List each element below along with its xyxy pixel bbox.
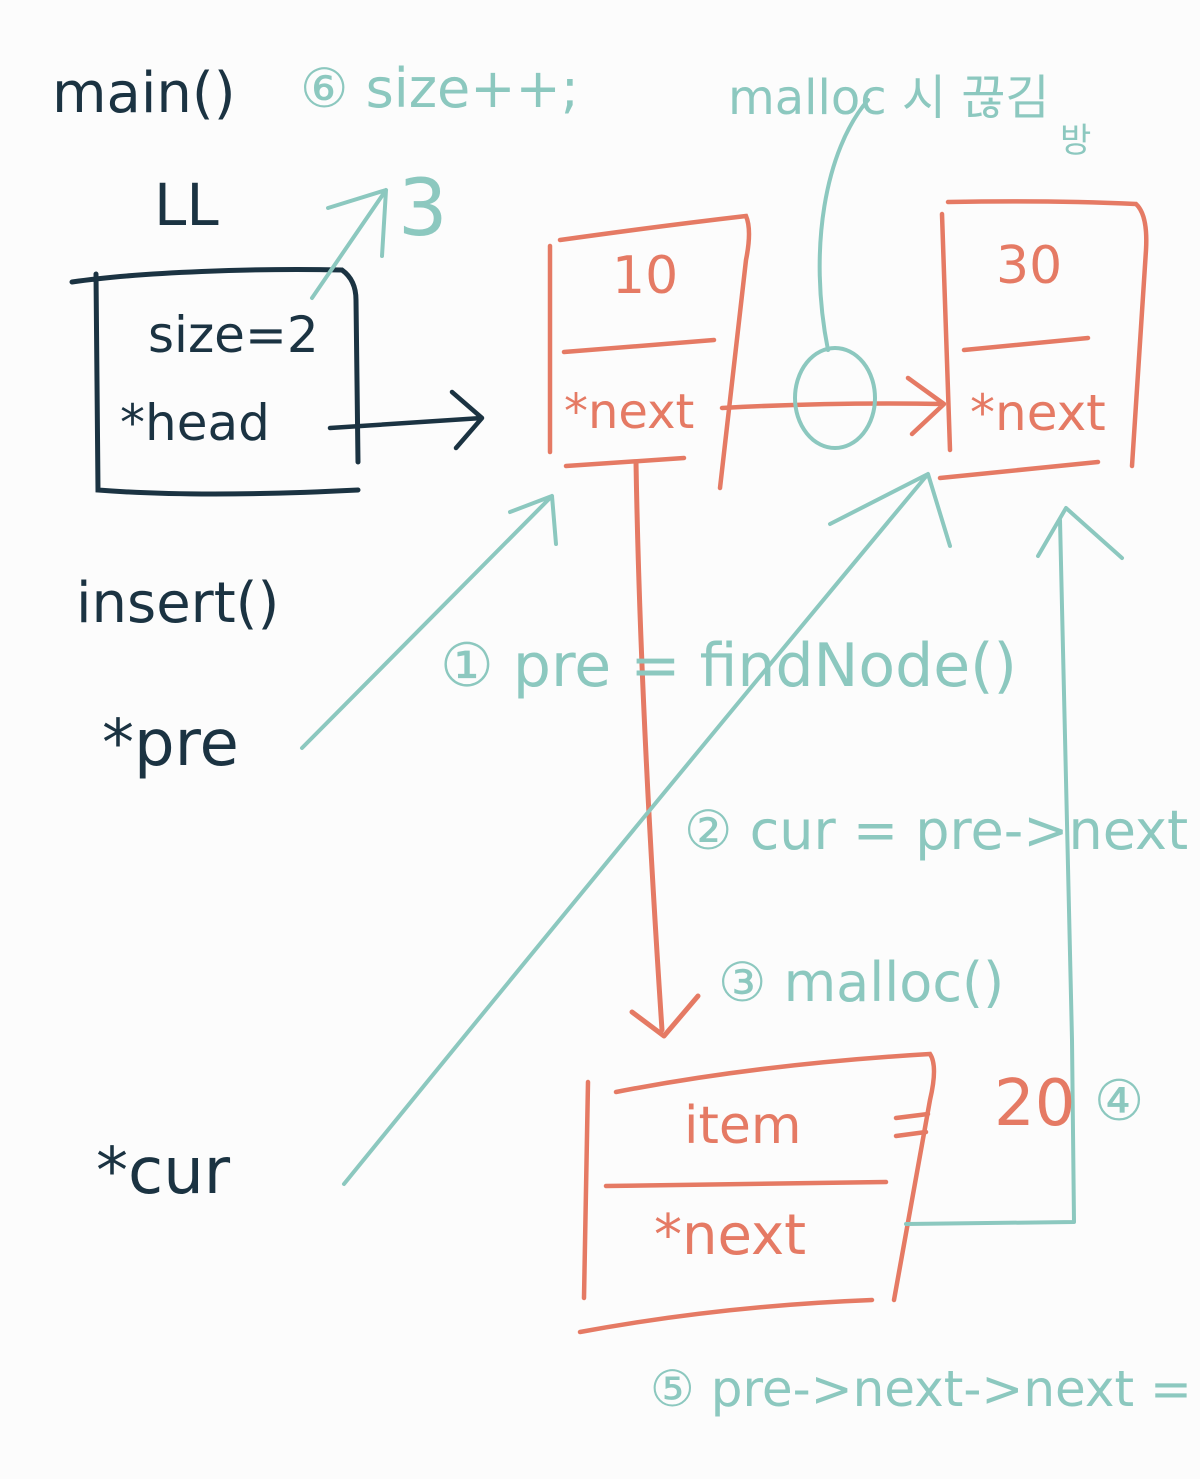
node-10-box — [547, 213, 752, 491]
step-6-annotation: ⑥ size++; — [300, 57, 579, 120]
cur-pointer-arrow — [342, 472, 952, 1186]
new-node-item-field: item — [684, 1096, 802, 1156]
pre-pointer-arrow — [300, 494, 558, 750]
node-30-value: 30 — [996, 236, 1063, 296]
step-2-annotation: ② cur = pre->next — [684, 799, 1189, 862]
malloc-note-pointer — [817, 98, 870, 352]
step-5-annotation: ⑤ pre->next->next = cur — [650, 1360, 1200, 1418]
insert-label: insert() — [76, 571, 280, 636]
pre-label: *pre — [102, 707, 239, 781]
main-label: main() — [52, 61, 236, 126]
node-30-box — [937, 199, 1149, 481]
node-30-next-field: *next — [970, 384, 1106, 442]
malloc-note-line2: 방 — [1060, 121, 1092, 161]
malloc-note-line1: malloc 시 끊김 — [728, 70, 1050, 126]
new-node-box — [577, 1051, 937, 1335]
step-1-annotation: ① pre = findNode() — [440, 631, 1017, 701]
node-10-next-field: *next — [564, 384, 695, 440]
ll-label: LL — [154, 171, 219, 239]
head-pointer-arrow — [327, 389, 485, 451]
new-next-arrow — [904, 506, 1124, 1226]
node-10-value: 10 — [612, 246, 679, 306]
new-node-next-field: *next — [654, 1203, 807, 1268]
step-4-marker: ④ — [1094, 1069, 1145, 1134]
broken-link-circle — [793, 346, 877, 450]
size-after-value: 3 — [398, 164, 448, 254]
node-10-next-arrow — [719, 375, 947, 437]
ll-size-field: size=2 — [148, 306, 319, 364]
new-node-assigned-value: 20 — [994, 1067, 1076, 1141]
step-3-annotation: ③ malloc() — [718, 951, 1005, 1014]
pre-next-down-arrow — [629, 459, 701, 1039]
size-increment-arrow — [310, 188, 388, 300]
cur-label: *cur — [96, 1135, 231, 1209]
ll-struct-box — [69, 267, 361, 497]
ll-head-field: *head — [120, 394, 270, 452]
